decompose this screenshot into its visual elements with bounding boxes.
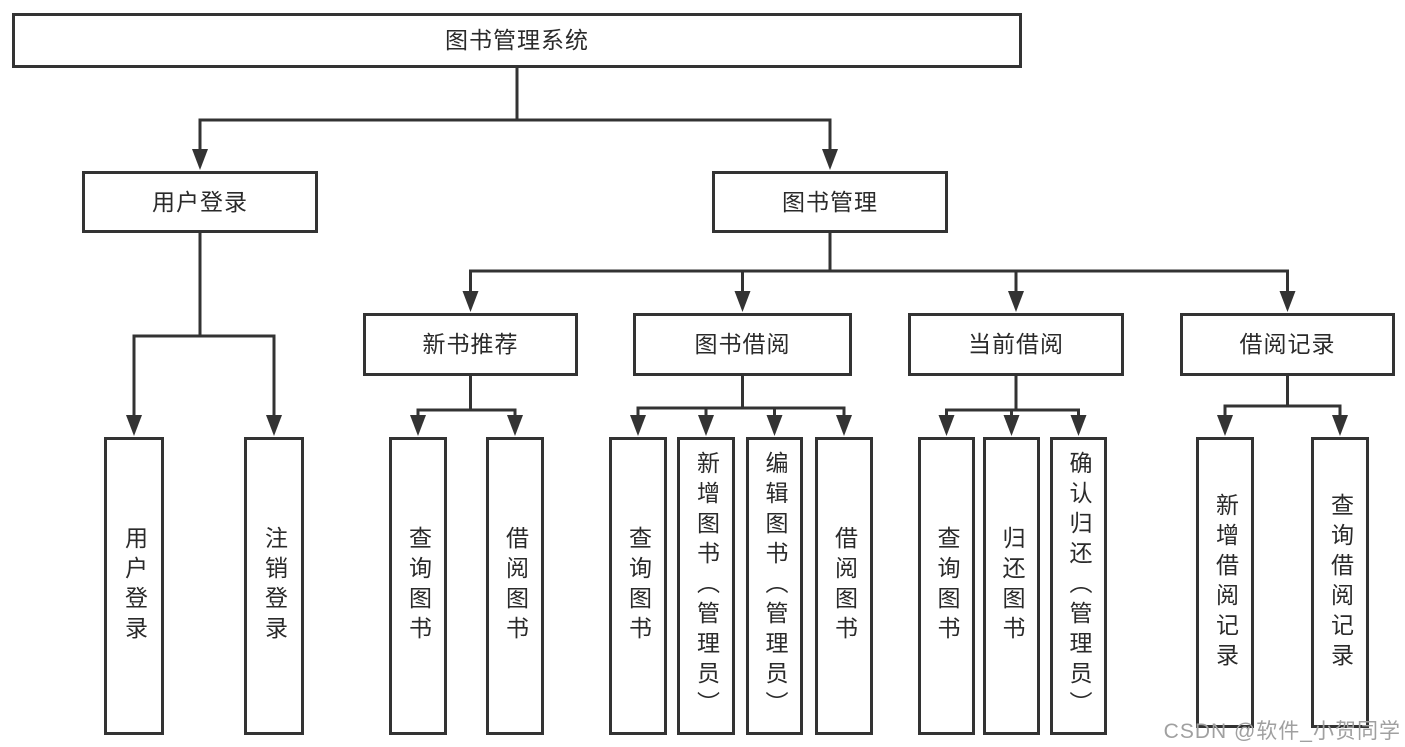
node-label-book-borrow: 图书借阅 bbox=[694, 331, 791, 357]
node-label-g4-return-books: 归还图书 bbox=[999, 526, 1025, 646]
node-g3-query-books: 查询图书 bbox=[609, 437, 667, 735]
node-user-login: 用户登录 bbox=[82, 171, 318, 233]
arrowhead-icon bbox=[126, 415, 142, 436]
node-label-g3-borrow-books: 借阅图书 bbox=[831, 526, 858, 646]
arrowhead-icon bbox=[766, 415, 783, 436]
node-label-g5-add-record: 新增借阅记录 bbox=[1212, 492, 1239, 673]
arrowhead-icon bbox=[822, 149, 838, 170]
node-label-g3-add-books: 新增图书（管理员） bbox=[693, 451, 720, 721]
arrowhead-icon bbox=[1003, 415, 1020, 436]
node-book-mgmt: 图书管理 bbox=[712, 171, 948, 233]
node-label-g4-query-books: 查询图书 bbox=[934, 526, 960, 646]
node-label-leaf-logout: 注销登录 bbox=[261, 526, 288, 646]
arrowhead-icon bbox=[1008, 291, 1024, 312]
arrowhead-icon bbox=[734, 291, 751, 312]
arrowhead-icon bbox=[507, 415, 523, 436]
arrowhead-icon bbox=[266, 415, 282, 436]
node-g3-edit-books: 编辑图书（管理员） bbox=[746, 437, 803, 735]
node-label-g4-confirm-return: 确认归还（管理员） bbox=[1066, 451, 1092, 721]
node-g5-query-record: 查询借阅记录 bbox=[1311, 437, 1369, 728]
arrowhead-icon bbox=[698, 415, 714, 436]
node-label-g3-edit-books: 编辑图书（管理员） bbox=[762, 451, 788, 721]
arrowhead-icon bbox=[1279, 291, 1296, 312]
node-label-leaf-user-login: 用户登录 bbox=[121, 526, 148, 646]
node-leaf-logout: 注销登录 bbox=[244, 437, 304, 735]
node-book-borrow: 图书借阅 bbox=[633, 313, 852, 376]
arrowhead-icon bbox=[1070, 415, 1087, 436]
node-root: 图书管理系统 bbox=[12, 13, 1022, 68]
node-label-g2-borrow-books: 借阅图书 bbox=[502, 526, 529, 646]
node-g3-borrow-books: 借阅图书 bbox=[815, 437, 873, 735]
node-label-g5-query-record: 查询借阅记录 bbox=[1327, 492, 1354, 673]
arrowhead-icon bbox=[630, 415, 646, 436]
node-g4-query-books: 查询图书 bbox=[918, 437, 975, 735]
arrowhead-icon bbox=[410, 415, 426, 436]
node-label-borrow-records: 借阅记录 bbox=[1239, 331, 1336, 357]
node-leaf-user-login: 用户登录 bbox=[104, 437, 164, 735]
arrowhead-icon bbox=[836, 415, 852, 436]
node-label-new-book-rec: 新书推荐 bbox=[422, 331, 519, 357]
node-new-book-rec: 新书推荐 bbox=[363, 313, 578, 376]
node-label-user-login: 用户登录 bbox=[152, 188, 248, 215]
node-label-root: 图书管理系统 bbox=[445, 27, 589, 53]
arrowhead-icon bbox=[192, 149, 208, 170]
node-g2-query-books: 查询图书 bbox=[389, 437, 447, 735]
node-borrow-records: 借阅记录 bbox=[1180, 313, 1395, 376]
node-label-g2-query-books: 查询图书 bbox=[405, 526, 432, 646]
node-g2-borrow-books: 借阅图书 bbox=[486, 437, 544, 735]
arrowhead-icon bbox=[1217, 415, 1233, 436]
arrowhead-icon bbox=[938, 415, 955, 436]
csdn-watermark: CSDN @软件_小贺同学 bbox=[1163, 720, 1401, 743]
node-g5-add-record: 新增借阅记录 bbox=[1196, 437, 1254, 728]
arrowhead-icon bbox=[462, 291, 479, 312]
arrowhead-icon bbox=[1332, 415, 1348, 436]
node-current-borrow: 当前借阅 bbox=[908, 313, 1124, 376]
node-g4-return-books: 归还图书 bbox=[983, 437, 1040, 735]
node-label-current-borrow: 当前借阅 bbox=[968, 331, 1064, 357]
node-label-g3-query-books: 查询图书 bbox=[625, 526, 652, 646]
node-g3-add-books: 新增图书（管理员） bbox=[677, 437, 735, 735]
node-label-book-mgmt: 图书管理 bbox=[782, 188, 878, 215]
node-g4-confirm-return: 确认归还（管理员） bbox=[1050, 437, 1107, 735]
